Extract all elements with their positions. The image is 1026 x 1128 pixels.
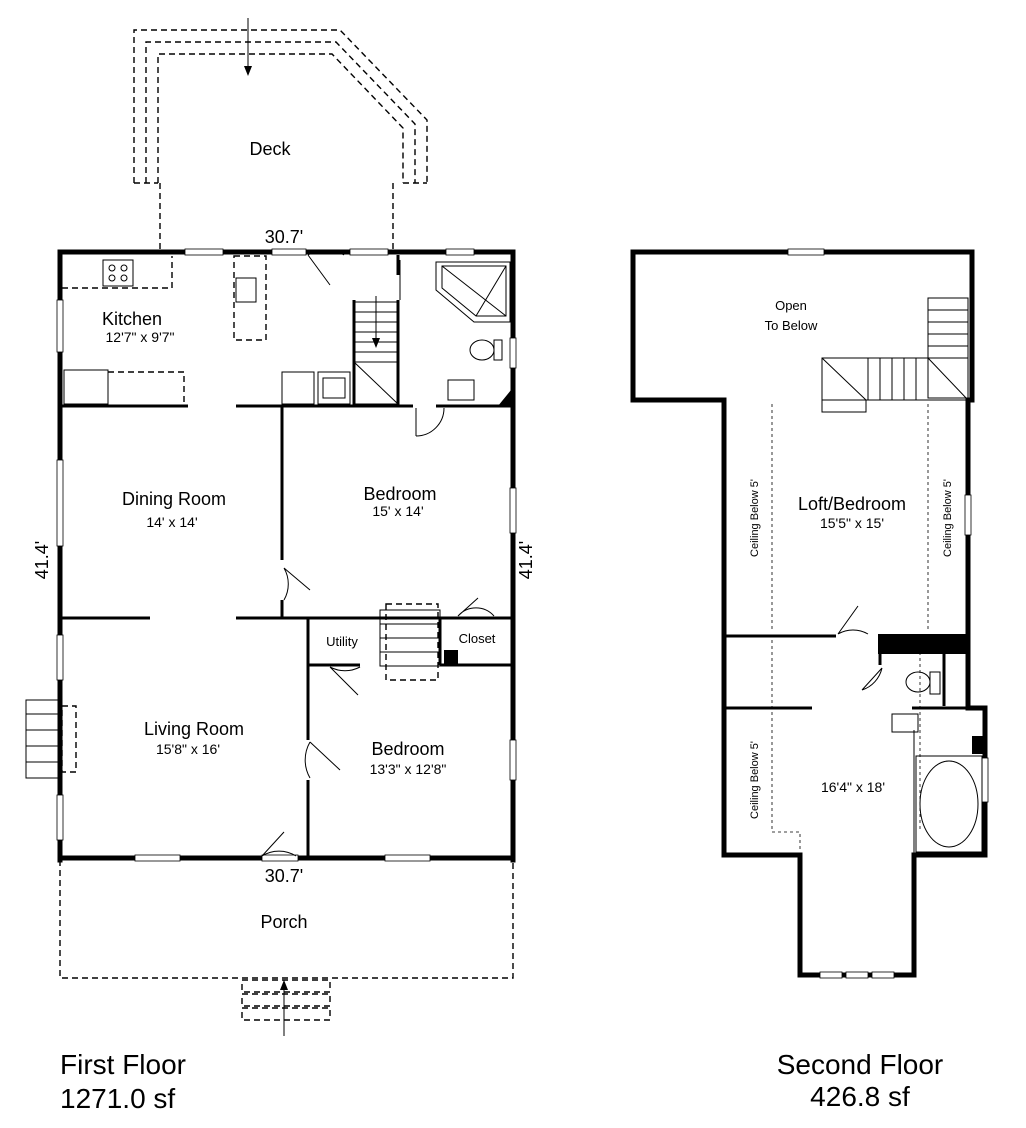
first-floor-doors xyxy=(261,249,495,857)
sink-icon xyxy=(447,379,475,401)
bedroom-1-label: Bedroom xyxy=(363,484,436,504)
closet-label: Closet xyxy=(459,631,496,646)
dining-room-dims: 14' x 14' xyxy=(146,514,197,530)
bathtub-icon xyxy=(915,755,983,853)
living-room-label: Living Room xyxy=(144,719,244,739)
second-floor-area: 426.8 sf xyxy=(810,1081,910,1112)
first-floor: Deck 30.7' Kitchen 12'7" x 9'7" Dining R… xyxy=(25,18,536,1114)
stove-icon xyxy=(102,259,134,287)
first-floor-width-top: 30.7' xyxy=(265,227,303,247)
toilet-icon xyxy=(905,671,931,693)
porch-outline xyxy=(59,860,514,1036)
deck-outline xyxy=(133,18,428,250)
bedroom-2-dims: 13'3" x 12'8" xyxy=(370,761,447,777)
ceiling-note-loft-left: Ceiling Below 5' xyxy=(749,479,761,557)
second-floor-doors xyxy=(837,605,883,691)
ceiling-note-lower-left: Ceiling Below 5' xyxy=(749,741,761,819)
first-floor-windows xyxy=(56,248,517,862)
kitchen-dims: 12'7" x 9'7" xyxy=(106,329,175,345)
second-floor-title: Second Floor xyxy=(777,1049,944,1080)
loft-bedroom-dims: 15'5" x 15' xyxy=(820,515,884,531)
second-floor-windows xyxy=(787,248,989,979)
first-floor-title: First Floor xyxy=(60,1049,186,1080)
first-floor-area: 1271.0 sf xyxy=(60,1083,175,1114)
utility-label: Utility xyxy=(326,634,358,649)
open-to-below-line1: Open xyxy=(775,298,807,313)
first-floor-height-right: 41.4' xyxy=(516,541,536,579)
first-floor-width-bottom: 30.7' xyxy=(265,866,303,886)
sink-icon xyxy=(235,277,257,303)
second-floor-bath xyxy=(891,671,983,853)
sink-icon xyxy=(891,713,919,733)
second-floor-exterior-walls xyxy=(630,249,988,978)
bedroom-1-dims: 15' x 14' xyxy=(372,503,423,519)
living-room-dims: 15'8" x 16' xyxy=(156,741,220,757)
first-floor-height-left: 41.4' xyxy=(32,541,52,579)
dining-room-label: Dining Room xyxy=(122,489,226,509)
open-to-below-line2: To Below xyxy=(765,318,818,333)
first-floor-stairs xyxy=(353,296,399,405)
kitchen-fixtures xyxy=(62,255,351,405)
second-floor-stairs xyxy=(821,297,969,413)
deck-label: Deck xyxy=(249,139,291,159)
first-floor-bathroom xyxy=(399,260,511,401)
bedroom-2-label: Bedroom xyxy=(371,739,444,759)
loft-bedroom-label: Loft/Bedroom xyxy=(798,494,906,514)
fireplaces xyxy=(25,603,441,779)
kitchen-label: Kitchen xyxy=(102,309,162,329)
porch-label: Porch xyxy=(260,912,307,932)
second-floor-bath-dims: 16'4" x 18' xyxy=(821,779,885,795)
toilet-icon xyxy=(469,339,495,361)
second-floor: Open To Below Loft/Bedroom 15'5" x 15' 1… xyxy=(630,248,989,1112)
second-floor-interior-walls xyxy=(726,634,986,855)
ceiling-note-loft-right: Ceiling Below 5' xyxy=(942,479,954,557)
